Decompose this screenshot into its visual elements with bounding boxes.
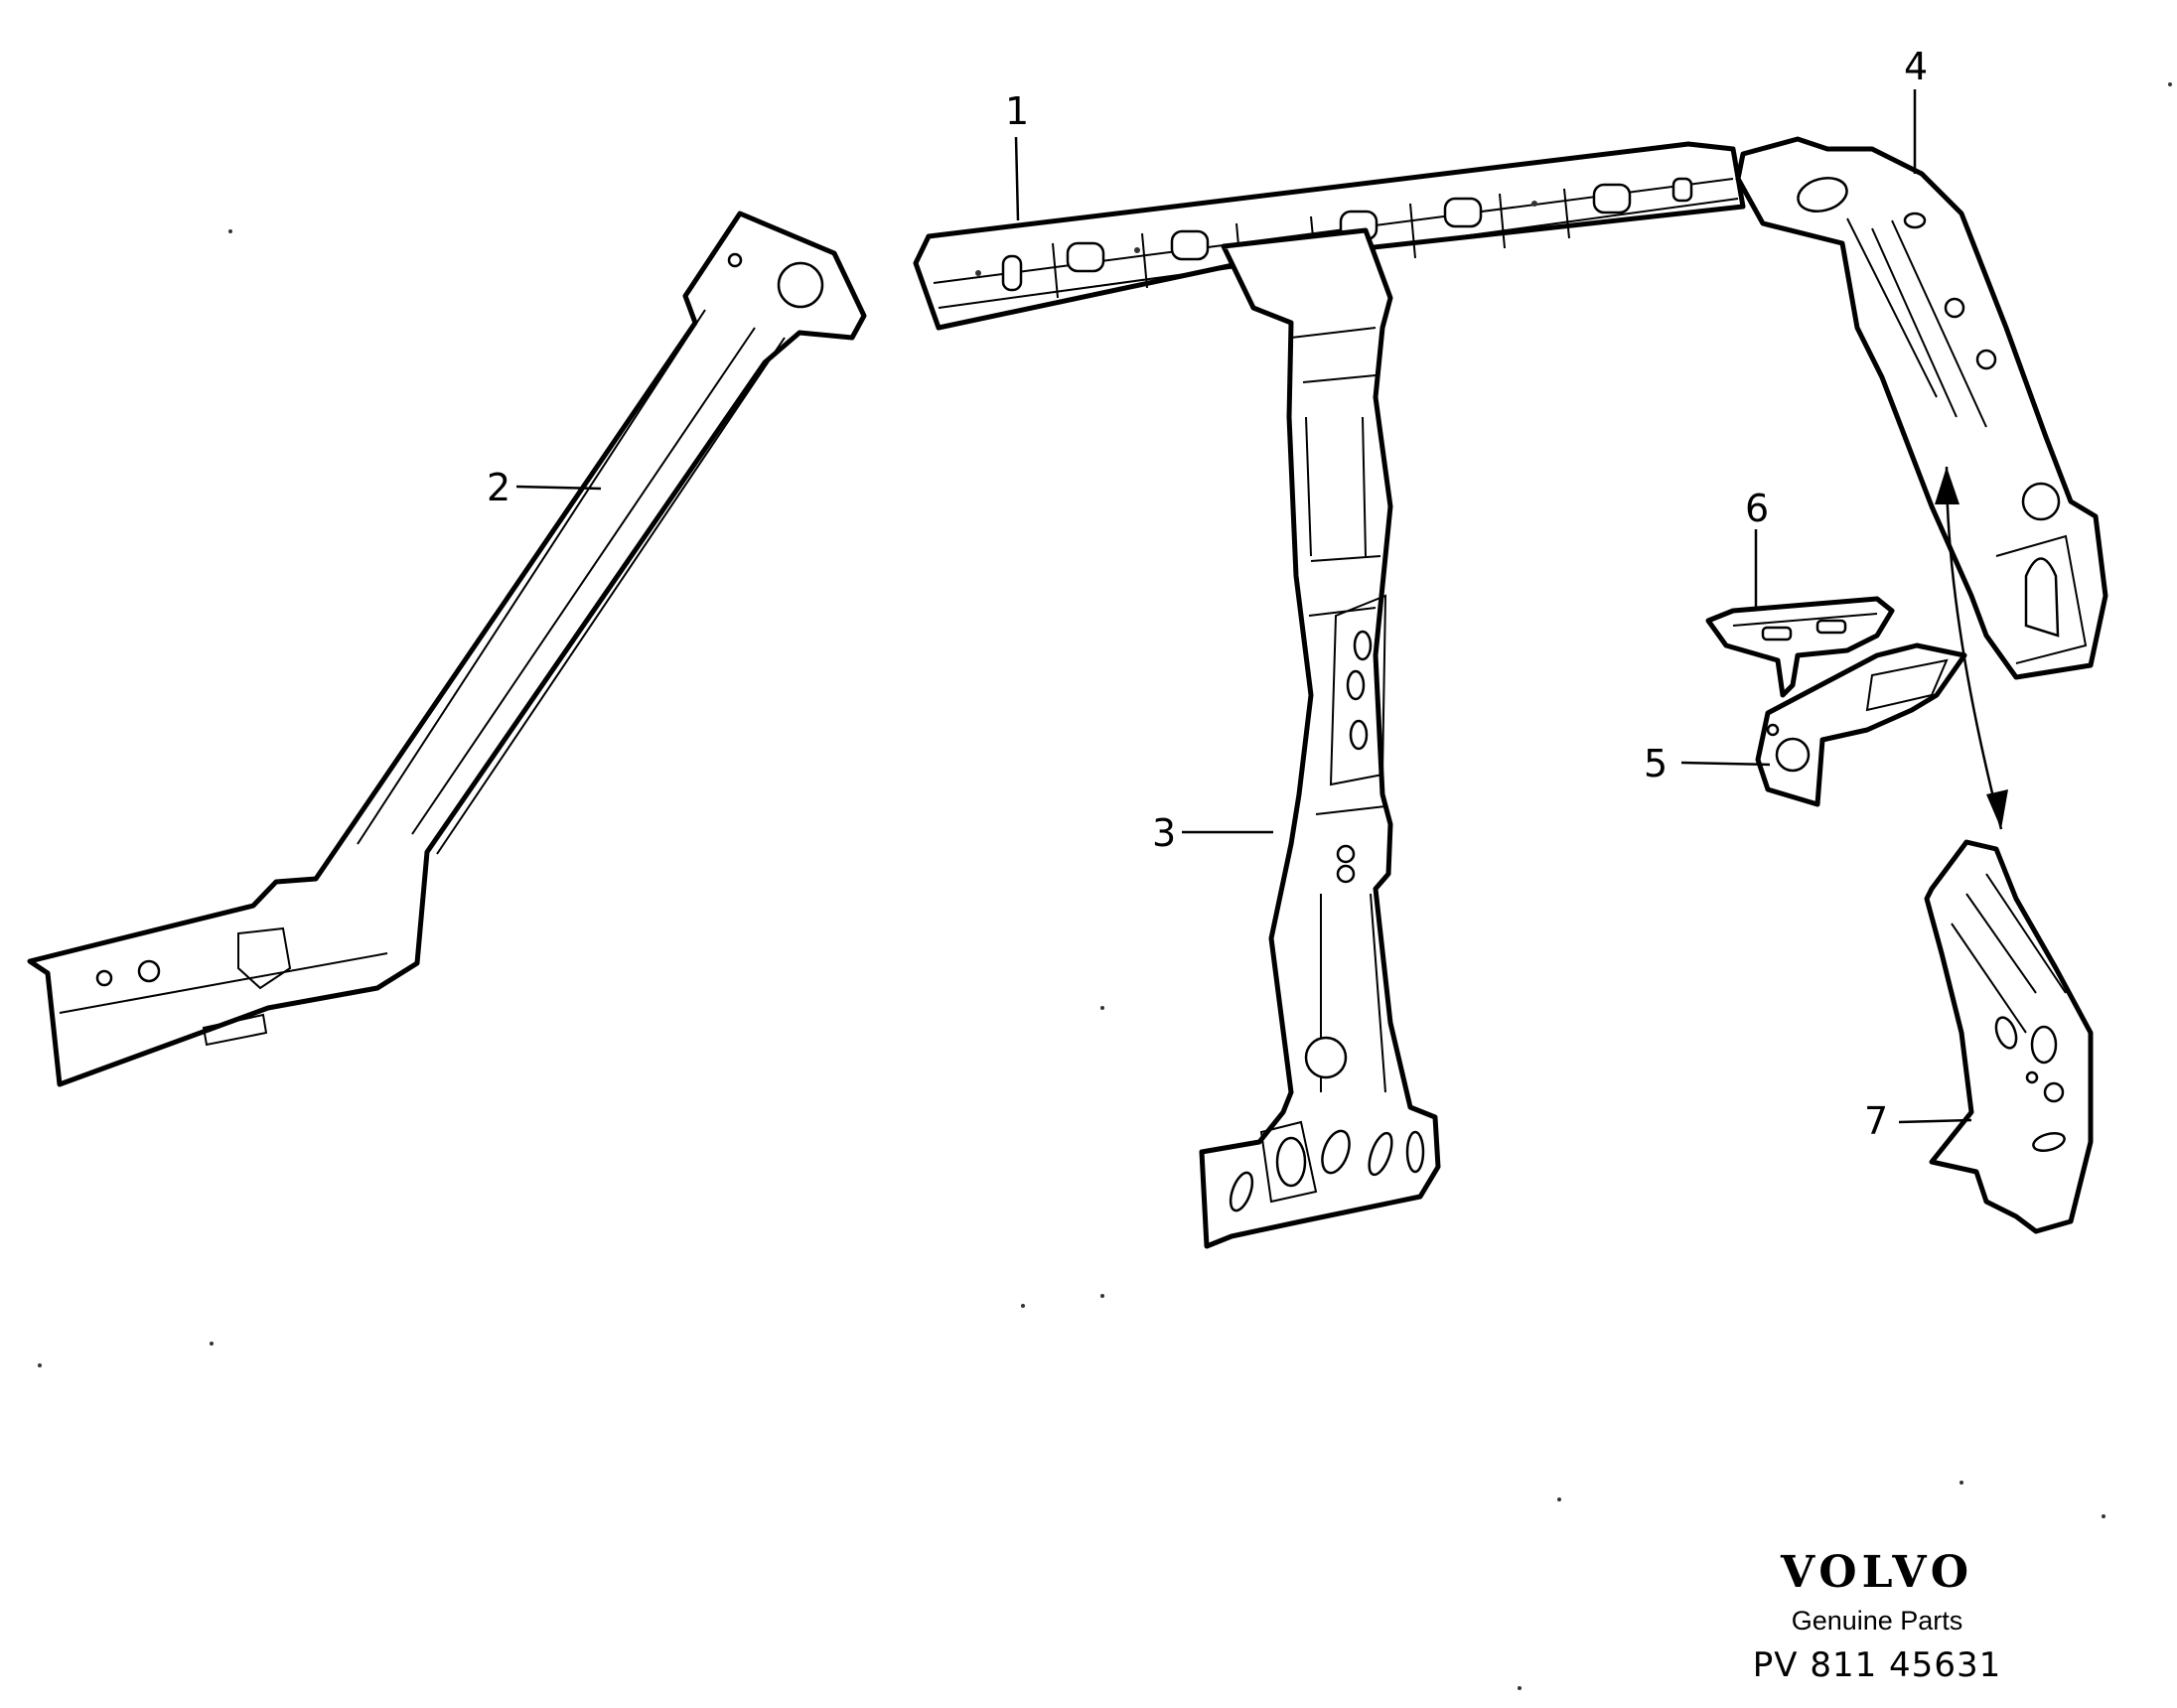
assembly-arrow <box>1935 466 2008 830</box>
callout-4: 4 <box>1904 45 1928 88</box>
volvo-logo: VOLVO <box>1780 1547 1974 1598</box>
scan-speckles <box>38 82 2172 1690</box>
callout-3: 3 <box>1152 811 1176 855</box>
part-5-reinforcement[interactable] <box>1755 642 1967 807</box>
callout-2: 2 <box>487 466 510 509</box>
part-6-bracket[interactable] <box>1705 596 1895 698</box>
illustration-code: PV 811 45631 <box>1752 1645 2002 1685</box>
part-7-lower-panel[interactable] <box>1924 839 2094 1234</box>
genuine-parts-label: Genuine Parts <box>1791 1606 1963 1636</box>
callout-6: 6 <box>1745 487 1769 530</box>
part-2-a-pillar[interactable] <box>27 211 867 1087</box>
callout-1: 1 <box>1005 89 1029 133</box>
callout-7: 7 <box>1864 1099 1888 1143</box>
volvo-branding: VOLVO Genuine Parts PV 811 45631 <box>1728 1545 2026 1690</box>
callout-5: 5 <box>1644 742 1668 785</box>
part-3-b-pillar[interactable] <box>1199 227 1441 1249</box>
callout-leaders <box>515 89 1972 1124</box>
part-4-c-pillar[interactable] <box>1735 136 2108 680</box>
